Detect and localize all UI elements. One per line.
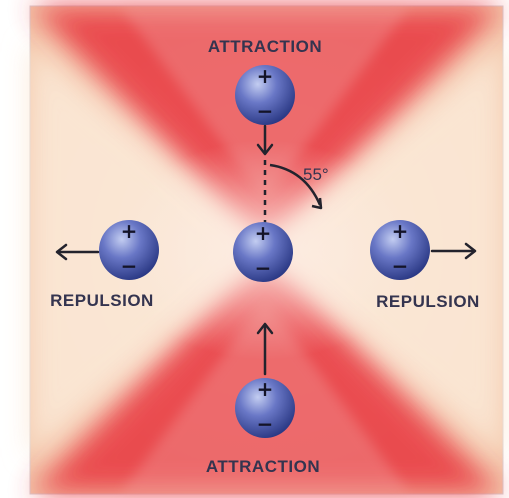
minus-sign: − [257, 99, 274, 123]
plus-sign: + [257, 64, 274, 88]
angle-label: 55° [303, 165, 329, 184]
minus-sign: − [121, 254, 138, 278]
minus-sign: − [255, 256, 272, 280]
minus-sign: − [257, 412, 274, 436]
attraction-top-label: ATTRACTION [208, 37, 322, 56]
repulsion-left-label: REPULSION [50, 291, 154, 310]
minus-sign: − [392, 254, 409, 278]
plus-sign: + [121, 219, 138, 243]
repulsion-right-label: REPULSION [376, 292, 480, 311]
plus-sign: + [257, 377, 274, 401]
plus-sign: + [255, 221, 272, 245]
attraction-bottom-label: ATTRACTION [206, 457, 320, 476]
plus-sign: + [392, 219, 409, 243]
